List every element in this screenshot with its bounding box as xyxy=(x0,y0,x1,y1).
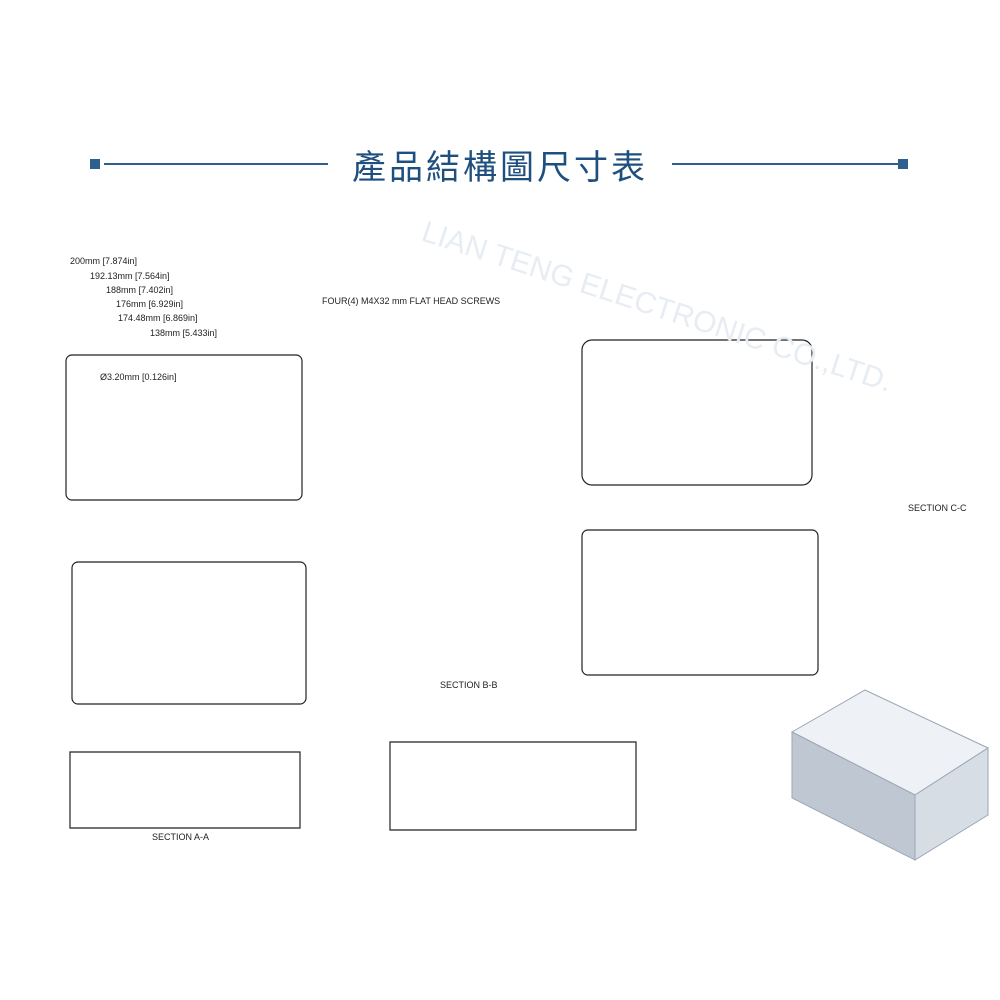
section-b-label: SECTION B-B xyxy=(440,680,498,690)
section-a-label: SECTION A-A xyxy=(152,832,209,842)
right-view-outline xyxy=(581,529,819,676)
title-rule-right xyxy=(672,163,898,165)
section-c-label: SECTION C-C xyxy=(908,503,967,513)
top-view-outline xyxy=(65,354,303,501)
dim-138: 138mm [5.433in] xyxy=(150,328,217,338)
title-square-right xyxy=(898,159,908,169)
bottom-view-outline xyxy=(71,561,307,705)
product-photo xyxy=(790,689,990,861)
dim-176: 176mm [6.929in] xyxy=(116,299,183,309)
brand-watermark: LIAN TENG ELECTRONIC CO.,LTD. xyxy=(418,215,896,399)
title-square-left xyxy=(90,159,100,169)
screws-note: FOUR(4) M4X32 mm FLAT HEAD SCREWS xyxy=(322,296,500,306)
page-title: 產品結構圖尺寸表 xyxy=(0,138,1000,188)
dim-192: 192.13mm [7.564in] xyxy=(90,271,170,281)
dim-200mm: 200mm [7.874in] xyxy=(70,256,137,266)
section-c-c-frame xyxy=(581,339,813,486)
hole-note: Ø3.20mm [0.126in] xyxy=(100,372,177,382)
watermark: LIAN TENG ELECTRONIC CO.,LTD. xyxy=(418,215,896,399)
page-title-text: 產品結構圖尺寸表 xyxy=(352,149,648,187)
dim-188: 188mm [7.402in] xyxy=(106,285,173,295)
dim-174: 174.48mm [6.869in] xyxy=(118,313,198,323)
section-outlines xyxy=(69,741,637,831)
title-rule-left xyxy=(104,163,328,165)
